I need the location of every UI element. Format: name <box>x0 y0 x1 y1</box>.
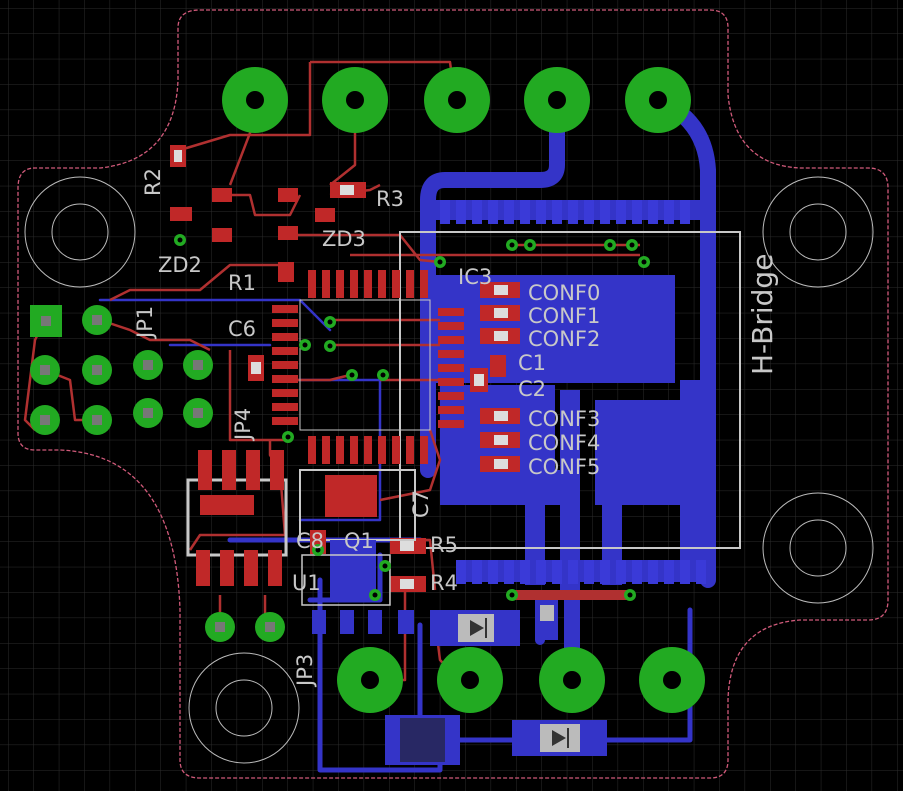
label-jp1: JP1 <box>133 306 157 340</box>
label-ic3: IC3 <box>458 265 492 289</box>
mounting-holes <box>24 176 874 764</box>
label-r5: R5 <box>430 533 458 557</box>
label-c7: C7 <box>409 490 433 518</box>
label-r3: R3 <box>376 187 404 211</box>
label-conf5: CONF5 <box>528 455 600 479</box>
label-c6: C6 <box>228 317 256 341</box>
label-conf0: CONF0 <box>528 281 600 305</box>
label-c8: C8 <box>296 529 324 553</box>
label-c1: C1 <box>518 351 546 375</box>
label-zd3: ZD3 <box>322 227 366 251</box>
label-zd2: ZD2 <box>158 253 202 277</box>
ic3-outline <box>299 299 431 431</box>
label-conf4: CONF4 <box>528 431 600 455</box>
label-q1: Q1 <box>344 529 374 553</box>
label-jp4: JP4 <box>231 408 255 442</box>
ic-left-chip-pads <box>272 305 298 425</box>
label-conf3: CONF3 <box>528 407 600 431</box>
regulator-u1 <box>186 450 416 634</box>
ic3-pads <box>308 270 464 464</box>
label-r4: R4 <box>430 571 458 595</box>
bottom-diodes <box>385 600 607 765</box>
label-u1: U1 <box>292 571 321 595</box>
label-r1: R1 <box>228 271 256 295</box>
board-outline <box>17 9 889 779</box>
large-tht-holes <box>246 91 681 689</box>
hbridge-outline <box>399 231 741 549</box>
label-conf2: CONF2 <box>528 327 600 351</box>
label-hbridge: H-Bridge <box>746 254 779 375</box>
hbridge-pins <box>440 200 706 584</box>
via-holes <box>177 237 647 598</box>
label-conf1: CONF1 <box>528 304 600 328</box>
smd-resistors <box>170 145 520 592</box>
label-c2: C2 <box>518 377 546 401</box>
label-jp3: JP3 <box>293 654 317 688</box>
label-r2: R2 <box>141 168 165 196</box>
header-pin-holes <box>40 315 275 632</box>
